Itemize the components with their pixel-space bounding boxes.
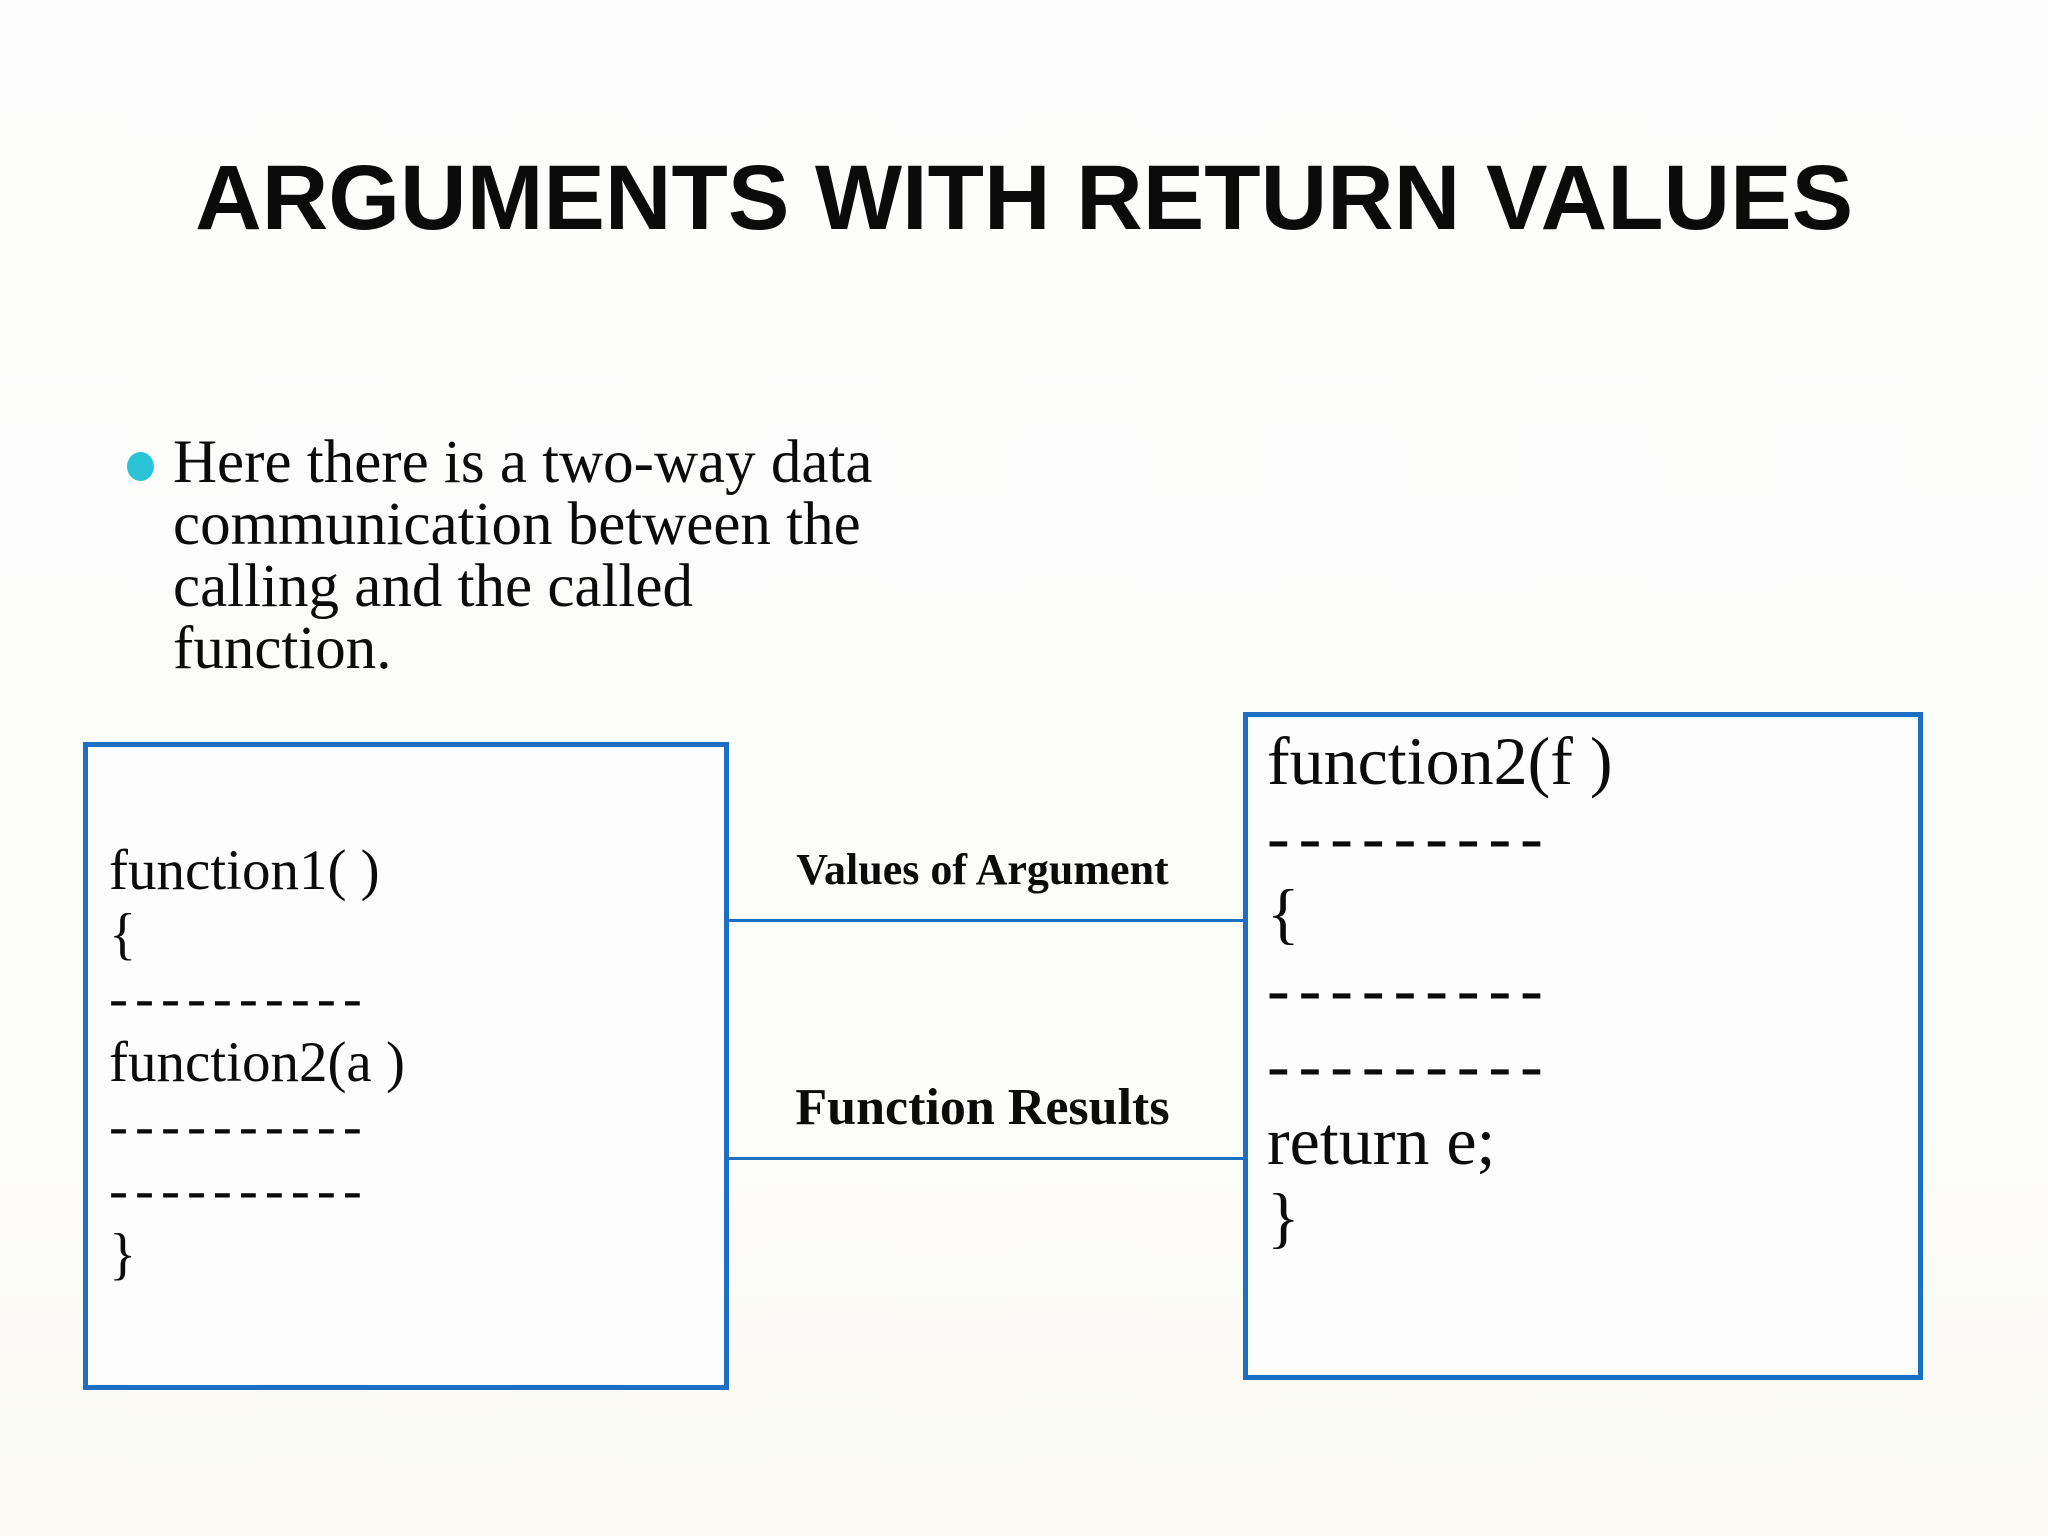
label-function-results: Function Results (795, 1079, 1170, 1136)
text-line: function1( ) (109, 839, 380, 902)
text-line: communication between the (173, 491, 861, 558)
text-line: } (1267, 1179, 1300, 1255)
connector-line-arguments (727, 919, 1243, 922)
label-values-of-argument: Values of Argument (796, 845, 1169, 894)
text-line: return e; (1267, 1103, 1496, 1179)
text-line: ---------- (109, 1159, 369, 1222)
callee-code: function2(f )---------{-----------------… (1267, 723, 1613, 1255)
text-line: --------- (1267, 951, 1552, 1027)
text-line: ---------- (109, 967, 369, 1030)
caller-code: function1( ){----------function2(a )----… (109, 839, 405, 1287)
caller-function-box: function1( ){----------function2(a )----… (83, 742, 729, 1390)
text-line: { (1267, 875, 1300, 951)
text-line: ---------- (109, 1095, 369, 1158)
text-line: function2(f ) (1267, 723, 1613, 799)
text-line: { (109, 903, 137, 966)
text-line: Here there is a two-way data (173, 429, 873, 496)
text-line: --------- (1267, 799, 1552, 875)
callee-function-box: function2(f )---------{-----------------… (1243, 712, 1923, 1380)
bullet-dot-icon (127, 452, 154, 481)
text-line: } (109, 1223, 137, 1286)
text-line: calling and the called (173, 553, 693, 620)
text-line: function. (173, 615, 392, 682)
text-line: --------- (1267, 1027, 1552, 1103)
text-line: function2(a ) (109, 1031, 405, 1094)
page-title: ARGUMENTS WITH RETURN VALUES (195, 147, 1853, 249)
connector-line-results (727, 1157, 1243, 1160)
title-area: ARGUMENTS WITH RETURN VALUES (0, 146, 2048, 252)
